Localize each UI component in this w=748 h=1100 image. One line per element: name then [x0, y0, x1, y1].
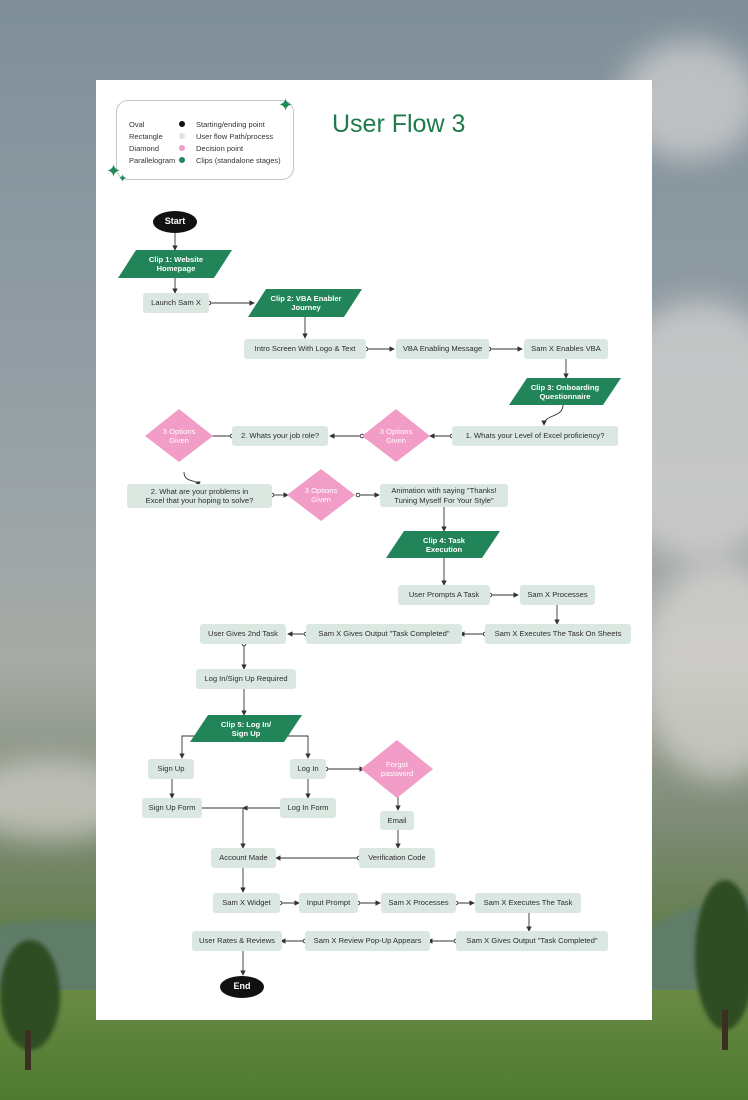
sam-x-executes-on-sheets: Sam X Executes The Task On Sheets [485, 624, 631, 644]
legend-dot-black [179, 121, 185, 127]
legend-description: Starting/ending point [196, 120, 265, 129]
question-excel-problems: 2. What are your problems in Excel that … [127, 484, 272, 508]
decision-shape [361, 740, 433, 798]
legend-dot-pink [179, 145, 185, 151]
clip-shape [509, 378, 621, 405]
flowchart-sheet: Oval Starting/ending point Rectangle Use… [96, 80, 652, 1020]
log-in-form: Log In Form [280, 798, 336, 818]
clip-3-label: Clip 3: Onboarding Questionnaire [530, 382, 600, 401]
sign-up-form: Sign Up Form [142, 798, 202, 818]
legend-shape-label: Oval [129, 120, 145, 129]
vba-enabling-message: VBA Enabling Message [396, 339, 489, 359]
sam-x-processes: Sam X Processes [520, 585, 595, 605]
animation-thanks: Animation with saying "Thanks! Tuning My… [380, 484, 508, 507]
clip-shape [190, 715, 302, 742]
decision-label: 3 Options Given [379, 426, 413, 445]
sam-x-output-task-completed: Sam X Gives Output "Task Completed" [306, 624, 462, 644]
clip-shape [118, 250, 232, 278]
sam-x-widget: Sam X Widget [213, 893, 280, 913]
launch-sam-x: Launch Sam X [143, 293, 209, 313]
clip-5-label: Clip 5: Log In/ Sign Up [220, 719, 272, 738]
account-made: Account Made [211, 848, 276, 868]
user-gives-2nd-task: User Gives 2nd Task [200, 624, 286, 644]
sam-x-enables-vba: Sam X Enables VBA [524, 339, 608, 359]
decision-shape [145, 409, 213, 462]
legend-description: Clips (standalone stages) [196, 156, 281, 165]
user-rates-reviews: User Rates & Reviews [192, 931, 282, 951]
clip-shape [248, 289, 362, 317]
legend-shape-label: Parallelogram [129, 156, 176, 165]
flow-connectors [118, 232, 621, 976]
clip-shape [386, 531, 500, 558]
clip-2-label: Clip 2: VBA Enabler Journey [270, 293, 342, 312]
end-oval: End [220, 976, 264, 998]
legend-dot-light [179, 133, 185, 139]
clip-1-label: Clip 1: Website Homepage [148, 254, 204, 273]
input-prompt: Input Prompt [299, 893, 358, 913]
legend-description: Decision point [196, 144, 244, 153]
login-signup-required: Log In/Sign Up Required [196, 669, 296, 689]
user-prompts-task: User Prompts A Task [398, 585, 490, 605]
decision-label: 3 Options Given [162, 426, 196, 445]
sparkle-icon: ✦ [106, 161, 122, 181]
start-oval: Start [153, 211, 197, 233]
clip-4-label: Clip 4: Task Execution [422, 535, 466, 554]
sign-up: Sign Up [148, 759, 194, 779]
decision-label: 3 Options Given [304, 485, 338, 504]
legend-shape-label: Rectangle [129, 132, 163, 141]
sam-x-review-popup: Sam X Review Pop-Up Appears [305, 931, 430, 951]
sparkle-icon: ✦ [278, 95, 294, 115]
legend-description: User flow Path/process [196, 132, 274, 141]
decision-shape [362, 409, 430, 462]
email: Email [380, 811, 414, 830]
legend-dot-green [179, 157, 185, 163]
intro-screen: Intro Screen With Logo & Text [244, 339, 366, 359]
question-excel-proficiency: 1. Whats your Level of Excel proficiency… [452, 426, 618, 446]
page-title: User Flow 3 [332, 110, 466, 138]
decision-label-forgot-password: Forgot password [380, 759, 414, 778]
log-in: Log In [290, 759, 326, 779]
sparkle-icon: ✦ [118, 173, 128, 185]
sam-x-output-task-completed-2: Sam X Gives Output "Task Completed" [456, 931, 608, 951]
legend-shape-label: Diamond [129, 144, 160, 153]
sam-x-processes-2: Sam X Processes [381, 893, 456, 913]
sam-x-executes-task: Sam X Executes The Task [475, 893, 581, 913]
decision-shape [287, 469, 355, 521]
question-job-role: 2. Whats your job role? [232, 426, 328, 446]
verification-code: Verification Code [359, 848, 435, 868]
legend-box: Oval Starting/ending point Rectangle Use… [116, 100, 294, 180]
